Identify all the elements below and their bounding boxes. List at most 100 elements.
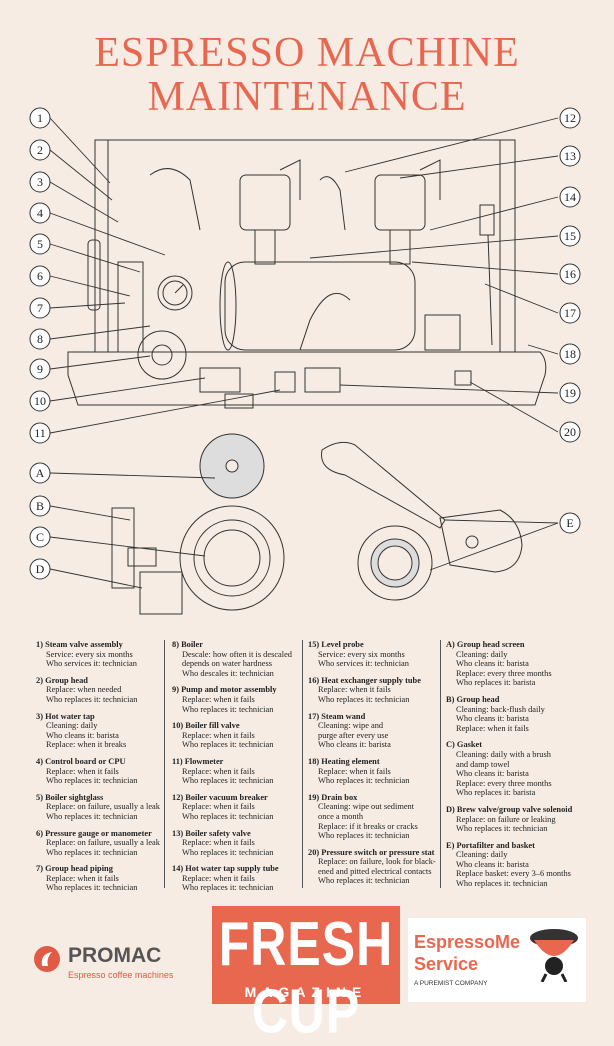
machine-frame: [94, 139, 516, 353]
machine-base: [67, 351, 547, 406]
callout-circle: [29, 462, 51, 484]
freshcup-title: FRESH CUP: [218, 908, 394, 1046]
legend-item-detail: Who replaces it: technician: [46, 811, 138, 821]
legend-item-detail: Who replaces it: technician: [182, 811, 274, 821]
group-head-screen: [199, 433, 265, 499]
freshcup-subtitle: MAGAZINE: [244, 984, 368, 1000]
callout-11: 11: [34, 426, 46, 440]
callout-circle: [559, 512, 581, 534]
callout-circle: [559, 382, 581, 404]
legend-item-detail: Cleaning: daily: [46, 721, 98, 731]
callout-12: 12: [564, 111, 576, 125]
legend-item-detail: Replace: when it fails: [318, 766, 391, 776]
legend-item-detail: Replace: when it fails: [46, 766, 119, 776]
promac-name: PROMAC: [68, 944, 162, 967]
legend-item-heading: 9) Pump and motor assembly: [172, 685, 277, 695]
legend-item-detail: Who replaces it: technician: [182, 847, 274, 857]
callout-circle: [29, 495, 51, 517]
column-divider: [164, 640, 165, 888]
espressome-name: EspressoMe: [414, 932, 521, 952]
legend-item-heading: B) Group head: [446, 694, 500, 704]
legend-item-heading: 18) Heating element: [308, 756, 380, 766]
callout-circle: [29, 297, 51, 319]
callout-circle: [559, 107, 581, 129]
legend-item-detail: Who replaces it: technician: [46, 694, 138, 704]
legend-item-detail: Replace: when it breaks: [46, 740, 127, 750]
legend-item-detail: Replace: every three months: [456, 778, 552, 788]
legend-item-detail: Who services it: technician: [318, 659, 409, 669]
callout-circle: [559, 145, 581, 167]
callout-10: 10: [34, 394, 46, 408]
legend-item-detail: Who replaces it: technician: [182, 776, 274, 786]
legend-item-detail: Replace: when it fails: [182, 730, 255, 740]
callout-1: 1: [37, 111, 43, 125]
legend-item-heading: 8) Boiler: [172, 640, 203, 649]
legend-item-detail: Cleaning: daily: [456, 850, 508, 860]
callout-16: 16: [564, 267, 576, 281]
callout-circle: [29, 558, 51, 580]
legend-item-heading: 15) Level probe: [308, 640, 364, 649]
legend-item-heading: 7) Group head piping: [36, 864, 113, 874]
legend-item-heading: 3) Hot water tap: [36, 711, 95, 721]
callout-4: 4: [37, 206, 43, 220]
legend-item-heading: 5) Boiler sightglass: [36, 792, 104, 802]
promac-drop-icon: [34, 946, 60, 972]
callout-circle: [29, 171, 51, 193]
legend-item-detail: depends on water hardness: [182, 659, 273, 669]
legend-item-heading: 2) Group head: [36, 675, 88, 685]
legend-item-heading: 11) Flowmeter: [172, 756, 224, 766]
callout-circle: [29, 358, 51, 380]
legend-item-detail: Who replaces it: barista: [456, 788, 536, 798]
espressome-logo: EspressoMe Service A PUREMIST COMPANY: [408, 918, 586, 1002]
callout-c: C: [36, 530, 44, 544]
legend-item-detail: Cleaning: back-flush daily: [456, 704, 545, 714]
group-head-parts: [111, 505, 285, 615]
legend-item-detail: Who replaces it: technician: [318, 876, 410, 886]
legend-item-heading: 17) Steam wand: [308, 711, 366, 721]
callout-circle: [29, 328, 51, 350]
promac-logo: PROMAC Espresso coffee machines: [32, 944, 173, 980]
legend-item-detail: Who replaces it: technician: [46, 776, 138, 786]
legend-item-detail: Who replaces it: technician: [46, 883, 138, 893]
legend-item-detail: Who replaces it: technician: [456, 824, 548, 834]
espressome-service: Service: [414, 954, 479, 974]
callout-5: 5: [37, 237, 43, 251]
legend-item-detail: Who descales it: technician: [182, 668, 274, 678]
callout-circle: [29, 422, 51, 444]
legend-item-heading: A) Group head screen: [446, 640, 525, 649]
callout-circle: [559, 225, 581, 247]
legend-item-detail: Service: every six months: [46, 649, 133, 659]
callout-6: 6: [37, 269, 43, 283]
espressome-company: A PUREMIST COMPANY: [414, 980, 488, 987]
legend-item-detail: Who replaces it: barista: [456, 678, 536, 688]
legend-item-detail: Who cleans it: barista: [456, 769, 529, 779]
legend-item-heading: 19) Drain box: [308, 792, 358, 802]
callout-circle: [559, 302, 581, 324]
callout-circle: [29, 233, 51, 255]
legend-item-detail: Service: every six months: [318, 649, 405, 659]
freshcup-logo: FRESH CUP MAGAZINE: [212, 906, 400, 1045]
legend-item-detail: Replace: on failure, look for black-: [318, 857, 436, 867]
callout-2: 2: [37, 143, 43, 157]
callout-20: 20: [564, 425, 576, 439]
legend-item-detail: once a month: [318, 811, 364, 821]
callout-18: 18: [564, 347, 576, 361]
legend-item-heading: 14) Hot water tap supply tube: [172, 864, 279, 874]
legend-item-detail: Replace: when it fails: [318, 685, 391, 695]
legend-item-heading: E) Portafilter and basket: [446, 840, 535, 850]
legend-item-detail: Cleaning: daily with a brush: [456, 749, 551, 759]
legend-item-detail: Who cleans it: barista: [456, 859, 529, 869]
callout-circle: [559, 186, 581, 208]
